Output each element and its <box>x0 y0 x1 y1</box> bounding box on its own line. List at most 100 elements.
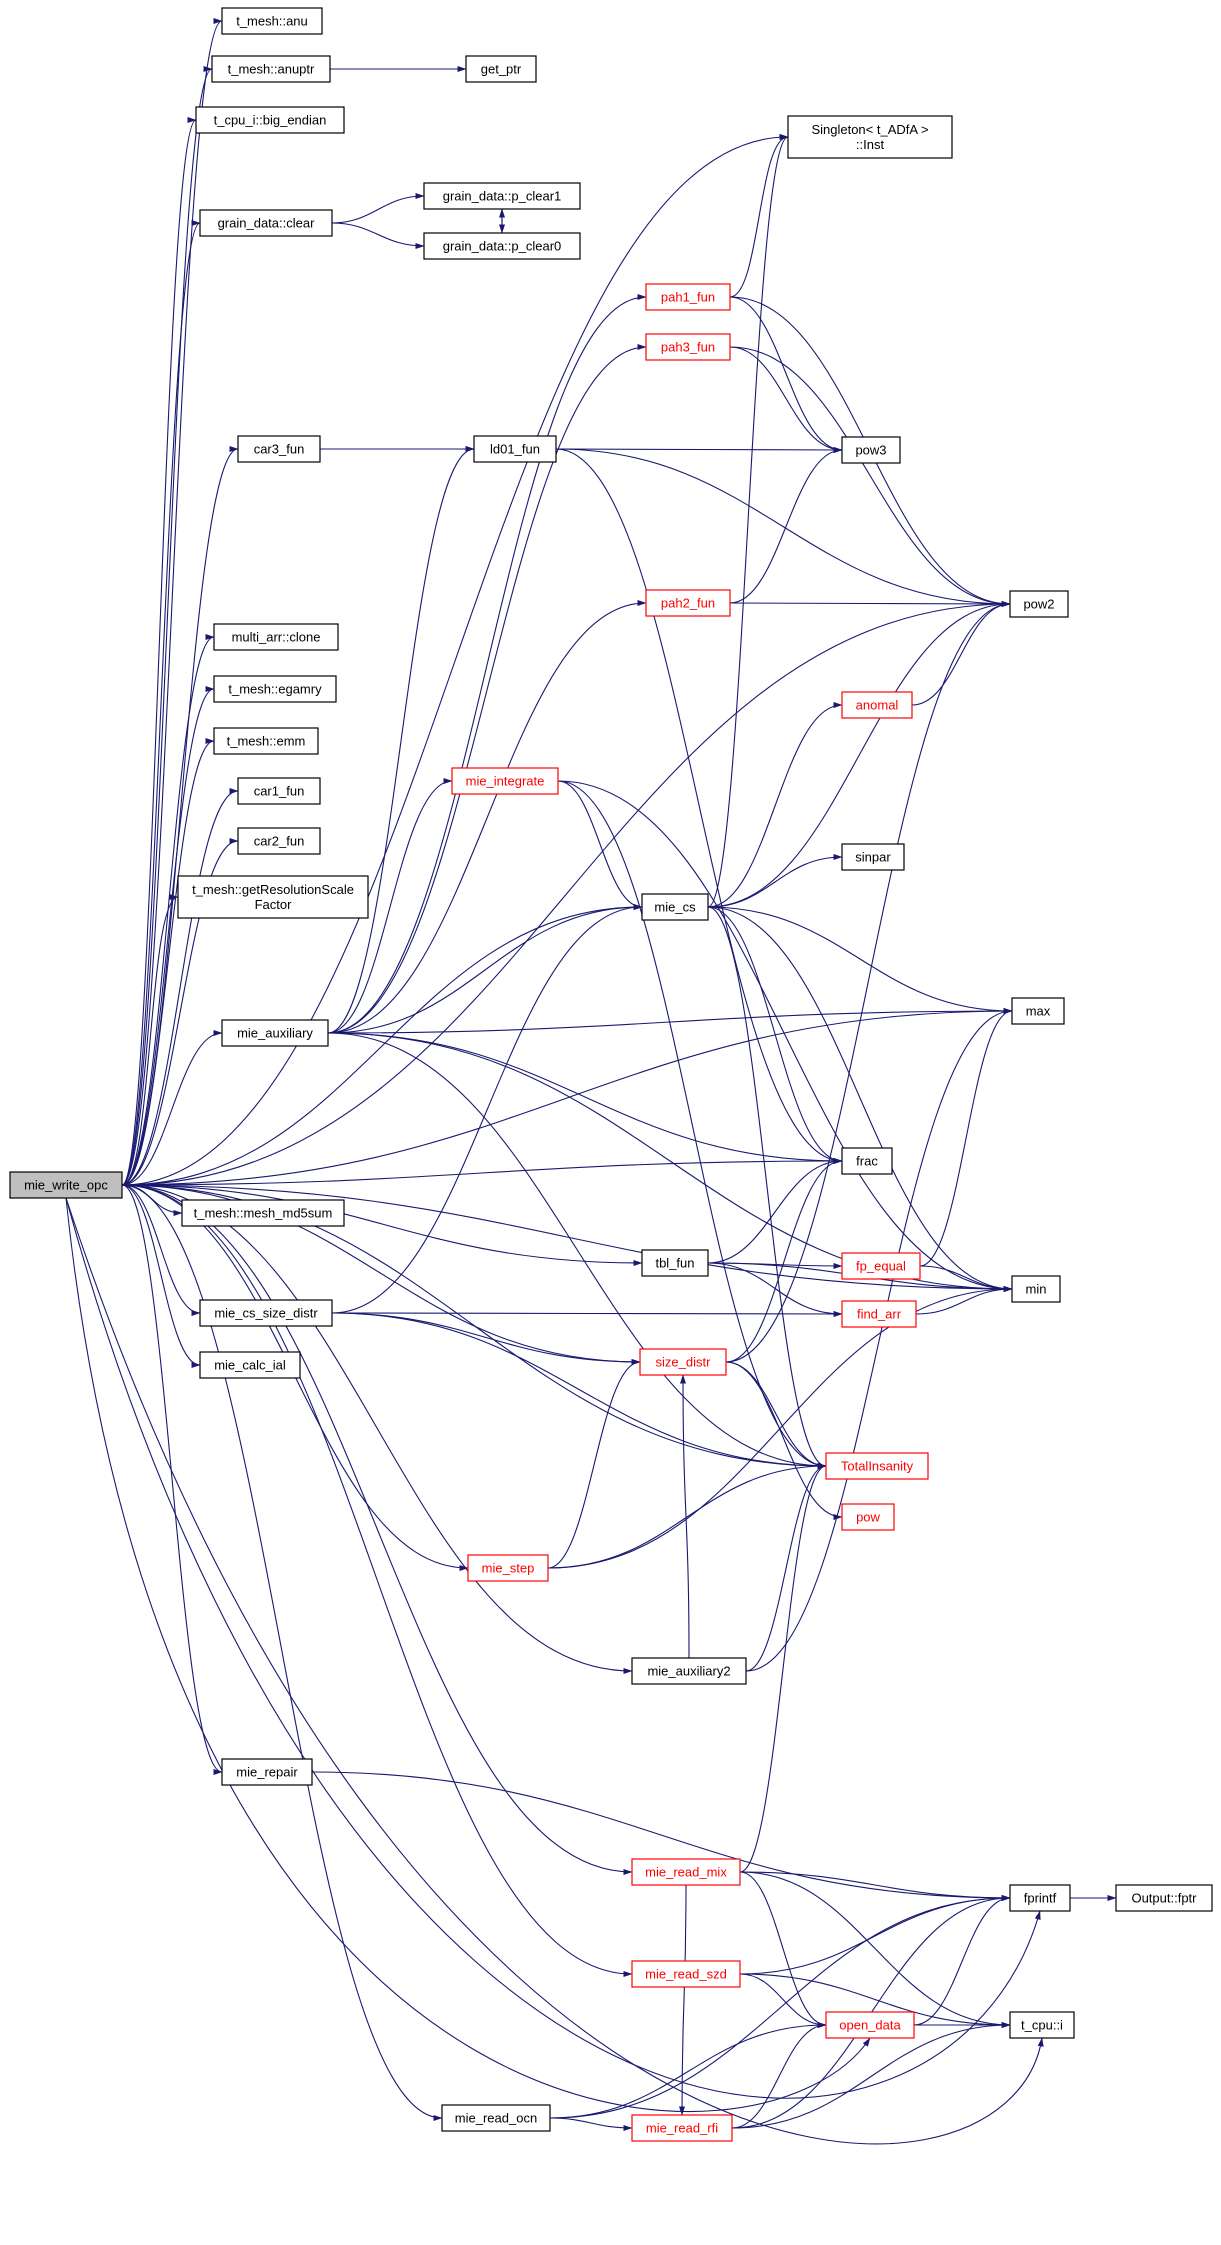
node-clear[interactable]: grain_data::clear <box>199 209 333 237</box>
node-pow2[interactable]: pow2 <box>1009 590 1069 618</box>
node-pow[interactable]: pow <box>841 1503 895 1531</box>
node-frac[interactable]: frac <box>841 1147 893 1175</box>
edge-mie_read_mix-to-mie_read_rfi <box>679 1884 687 2116</box>
node-label-singleton_inst-1: ::Inst <box>856 137 885 152</box>
edge-pah1_fun-to-singleton_inst <box>729 134 789 298</box>
node-fp_equal[interactable]: fp_equal <box>841 1252 921 1280</box>
node-p_clear1[interactable]: grain_data::p_clear1 <box>423 182 581 210</box>
edge-mie_read_ocn-to-mie_read_rfi <box>549 2117 633 2131</box>
node-label-egamry-0: t_mesh::egamry <box>228 682 322 697</box>
edge-mie_cs-to-totalinsanity <box>707 906 827 1469</box>
node-pah2_fun[interactable]: pah2_fun <box>645 589 731 617</box>
node-pow3[interactable]: pow3 <box>841 436 901 464</box>
node-get_ptr[interactable]: get_ptr <box>465 55 537 83</box>
node-mie_cs_size_distr[interactable]: mie_cs_size_distr <box>199 1299 333 1327</box>
node-fprintf[interactable]: fprintf <box>1009 1884 1071 1912</box>
node-label-getres-0: t_mesh::getResolutionScale <box>192 882 354 897</box>
node-label-anuptr-0: t_mesh::anuptr <box>228 62 315 77</box>
node-big_endian[interactable]: t_cpu_i::big_endian <box>195 106 345 134</box>
node-mie_step[interactable]: mie_step <box>467 1554 549 1582</box>
node-label-mie_read_rfi-0: mie_read_rfi <box>646 2121 718 2136</box>
node-max[interactable]: max <box>1011 997 1065 1025</box>
node-mie_write_opc[interactable]: mie_write_opc <box>9 1171 123 1199</box>
node-label-mie_read_szd-0: mie_read_szd <box>645 1967 727 1982</box>
node-output_fptr[interactable]: Output::fptr <box>1115 1884 1213 1912</box>
node-box-size_distr <box>639 1348 727 1376</box>
node-label-totalinsanity-0: TotalInsanity <box>841 1459 914 1474</box>
node-mie_auxiliary2[interactable]: mie_auxiliary2 <box>631 1657 747 1685</box>
edge-mie_cs-to-pow2 <box>707 601 1011 908</box>
node-mie_read_ocn[interactable]: mie_read_ocn <box>441 2104 551 2132</box>
node-mie_repair[interactable]: mie_repair <box>221 1758 313 1786</box>
node-label-min-0: min <box>1026 1282 1047 1297</box>
node-label-fprintf-0: fprintf <box>1024 1891 1057 1906</box>
node-find_arr[interactable]: find_arr <box>841 1300 917 1328</box>
edge-pah2_fun-to-pow2 <box>729 600 1011 607</box>
node-box-pow3 <box>841 436 901 464</box>
node-open_data[interactable]: open_data <box>825 2011 915 2039</box>
node-mie_read_szd[interactable]: mie_read_szd <box>631 1960 741 1988</box>
edge-find_arr-to-min <box>915 1286 1013 1315</box>
node-box-pah3_fun <box>645 333 731 361</box>
node-box-emm <box>213 727 319 755</box>
edge-mie_repair-to-fprintf <box>311 1771 1011 1901</box>
node-mie_calc_ial[interactable]: mie_calc_ial <box>199 1351 301 1379</box>
node-emm[interactable]: t_mesh::emm <box>213 727 319 755</box>
node-box-mie_auxiliary <box>221 1019 329 1047</box>
edge-mie_step-to-min <box>547 1286 1013 1569</box>
node-label-ld01_fun-0: ld01_fun <box>490 442 540 457</box>
node-label-pow3-0: pow3 <box>855 443 886 458</box>
edge-mie_auxiliary-to-pah1_fun <box>327 294 647 1034</box>
node-mie_read_mix[interactable]: mie_read_mix <box>631 1858 741 1886</box>
node-box-anuptr <box>211 55 331 83</box>
node-p_clear0[interactable]: grain_data::p_clear0 <box>423 232 581 260</box>
edge-mie_write_opc-to-frac <box>121 1158 843 1186</box>
edge-mie_write_opc-to-mie_cs <box>121 904 643 1186</box>
node-car2_fun[interactable]: car2_fun <box>237 827 321 855</box>
node-clone[interactable]: multi_arr::clone <box>213 623 339 651</box>
node-box-mie_read_szd <box>631 1960 741 1988</box>
edge-mie_read_mix-to-fprintf <box>739 1871 1011 1901</box>
edge-mie_auxiliary-to-frac <box>327 1032 843 1164</box>
node-ld01_fun[interactable]: ld01_fun <box>473 435 557 463</box>
node-box-getres <box>177 875 369 919</box>
edge-ld01_fun-to-pow2 <box>555 448 1011 607</box>
node-label-car1_fun-0: car1_fun <box>254 784 305 799</box>
node-min[interactable]: min <box>1011 1275 1061 1303</box>
node-egamry[interactable]: t_mesh::egamry <box>213 675 337 703</box>
edge-mie_read_szd-to-open_data <box>739 1973 827 2028</box>
node-tbl_fun[interactable]: tbl_fun <box>641 1249 709 1277</box>
node-size_distr[interactable]: size_distr <box>639 1348 727 1376</box>
edge-pah3_fun-to-pow3 <box>729 346 843 453</box>
edge-pah2_fun-to-pow3 <box>729 447 843 604</box>
node-anomal[interactable]: anomal <box>841 691 913 719</box>
node-mie_integrate[interactable]: mie_integrate <box>451 767 559 795</box>
node-mie_cs[interactable]: mie_cs <box>641 893 709 921</box>
node-singleton_inst[interactable]: Singleton< t_ADfA >::Inst <box>787 115 953 159</box>
node-car3_fun[interactable]: car3_fun <box>237 435 321 463</box>
node-box-get_ptr <box>465 55 537 83</box>
edge-mie_cs-to-min <box>707 906 1013 1292</box>
edge-clear-to-p_clear0 <box>331 222 425 249</box>
edge-mie_write_opc-to-egamry <box>121 686 215 1186</box>
node-anuptr[interactable]: t_mesh::anuptr <box>211 55 331 83</box>
node-label-sinpar-0: sinpar <box>855 850 891 865</box>
node-sinpar[interactable]: sinpar <box>841 843 905 871</box>
edge-tbl_fun-to-frac <box>707 1158 843 1264</box>
node-car1_fun[interactable]: car1_fun <box>237 777 321 805</box>
node-pah3_fun[interactable]: pah3_fun <box>645 333 731 361</box>
edge-mie_auxiliary-to-mie_integrate <box>327 778 453 1034</box>
node-label-pah3_fun-0: pah3_fun <box>661 340 715 355</box>
node-mie_read_rfi[interactable]: mie_read_rfi <box>631 2114 733 2142</box>
node-totalinsanity[interactable]: TotalInsanity <box>825 1452 929 1480</box>
edge-mie_read_rfi-to-t_cpu_i <box>731 2022 1011 2129</box>
edge-mie_write_opc-to-emm <box>121 738 215 1186</box>
node-pah1_fun[interactable]: pah1_fun <box>645 283 731 311</box>
node-mie_auxiliary[interactable]: mie_auxiliary <box>221 1019 329 1047</box>
node-mesh_md5sum[interactable]: t_mesh::mesh_md5sum <box>181 1199 345 1227</box>
node-anu[interactable]: t_mesh::anu <box>221 7 323 35</box>
node-t_cpu_i[interactable]: t_cpu::i <box>1009 2011 1075 2039</box>
edge-size_distr-to-pow <box>725 1361 843 1520</box>
edge-mie_read_mix-to-t_cpu_i <box>739 1871 1011 2028</box>
